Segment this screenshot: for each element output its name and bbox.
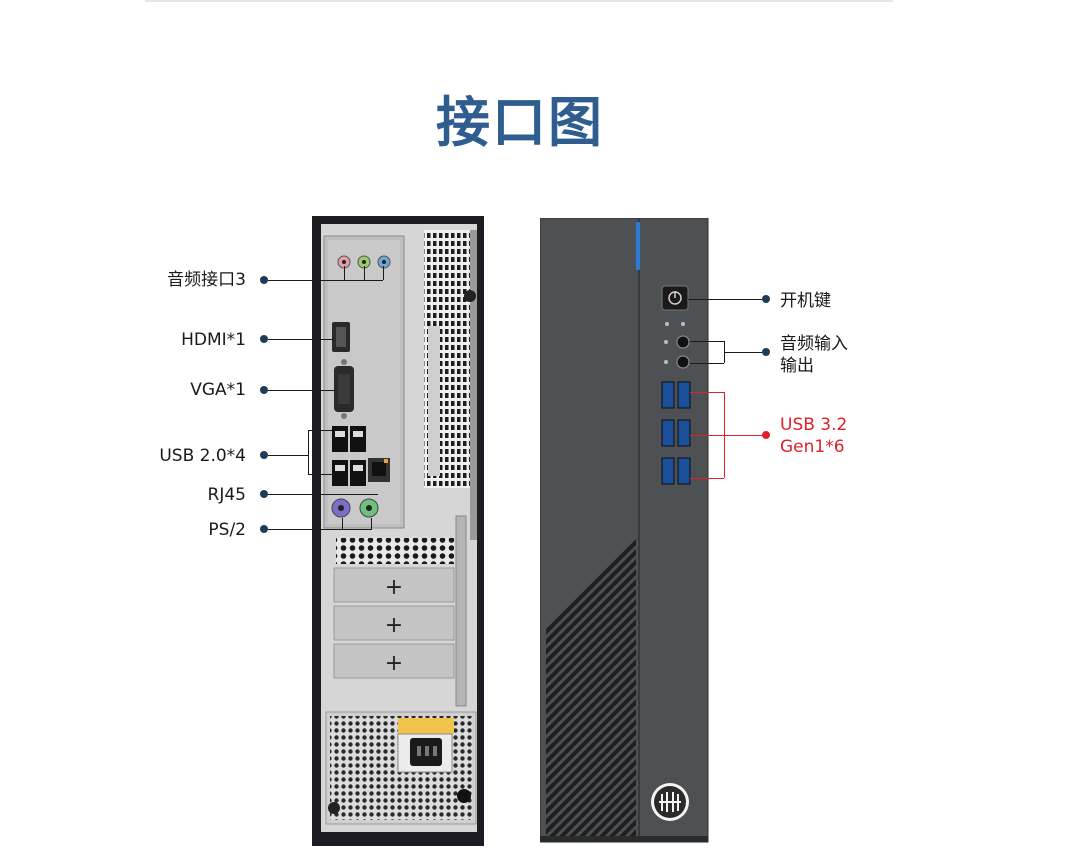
rear-chassis-view: + + + xyxy=(312,216,484,846)
callout-dot-usb2 xyxy=(260,451,268,459)
label-usb3-line2: Gen1*6 xyxy=(780,437,845,457)
front-chassis-view xyxy=(540,218,709,843)
callout-dot-power xyxy=(762,295,770,303)
callout-tick-ps2-1 xyxy=(342,518,343,529)
callout-tick-audio-2 xyxy=(364,266,365,280)
callout-dot-audio xyxy=(260,276,268,284)
callout-line-ps2 xyxy=(268,529,372,530)
label-ps2: PS/2 xyxy=(208,520,246,540)
callout-dot-vga xyxy=(260,386,268,394)
callout-line-hdmi xyxy=(268,339,334,340)
label-power-button: 开机键 xyxy=(780,291,831,311)
callout-bracket-usb2 xyxy=(308,430,309,474)
callout-line-vga xyxy=(268,390,336,391)
label-audio-io-line2: 输出 xyxy=(780,356,814,376)
callout-line-rj45 xyxy=(268,494,378,495)
label-audio-ports: 音频接口3 xyxy=(167,270,246,290)
callout-line-usb3 xyxy=(724,435,762,436)
label-usb3-line1: USB 3.2 xyxy=(780,415,848,435)
svg-text:+: + xyxy=(385,575,403,600)
label-audio-io-line1: 音频输入 xyxy=(780,334,848,354)
callout-branch-usb2-bottom xyxy=(308,474,332,475)
svg-text:+: + xyxy=(385,613,403,638)
label-rj45: RJ45 xyxy=(207,485,246,505)
label-usb2: USB 2.0*4 xyxy=(159,446,246,466)
callout-branch-usb3-top xyxy=(690,392,724,393)
callout-line-audio-front xyxy=(724,352,762,353)
callout-branch-usb2-top xyxy=(308,430,332,431)
callout-line-usb2 xyxy=(268,455,308,456)
page-title: 接口图 xyxy=(436,91,604,154)
callout-branch-usb3-mid xyxy=(690,435,724,436)
top-divider xyxy=(145,0,893,2)
callout-dot-ps2 xyxy=(260,525,268,533)
callout-line-power xyxy=(688,299,762,300)
label-hdmi: HDMI*1 xyxy=(181,330,246,350)
callout-line-audio xyxy=(268,280,383,281)
label-vga: VGA*1 xyxy=(190,380,246,400)
callout-tick-audio-3 xyxy=(383,266,384,280)
callout-tick-audio-1 xyxy=(344,266,345,280)
callout-branch-usb3-bottom xyxy=(690,478,724,479)
callout-tick-ps2-2 xyxy=(371,518,372,529)
callout-dot-audio-front xyxy=(762,348,770,356)
svg-text:+: + xyxy=(385,651,403,676)
callout-branch-audio-top xyxy=(690,341,724,342)
callout-dot-rj45 xyxy=(260,490,268,498)
callout-branch-audio-bottom xyxy=(690,363,724,364)
callout-dot-hdmi xyxy=(260,335,268,343)
callout-dot-usb3 xyxy=(762,431,770,439)
